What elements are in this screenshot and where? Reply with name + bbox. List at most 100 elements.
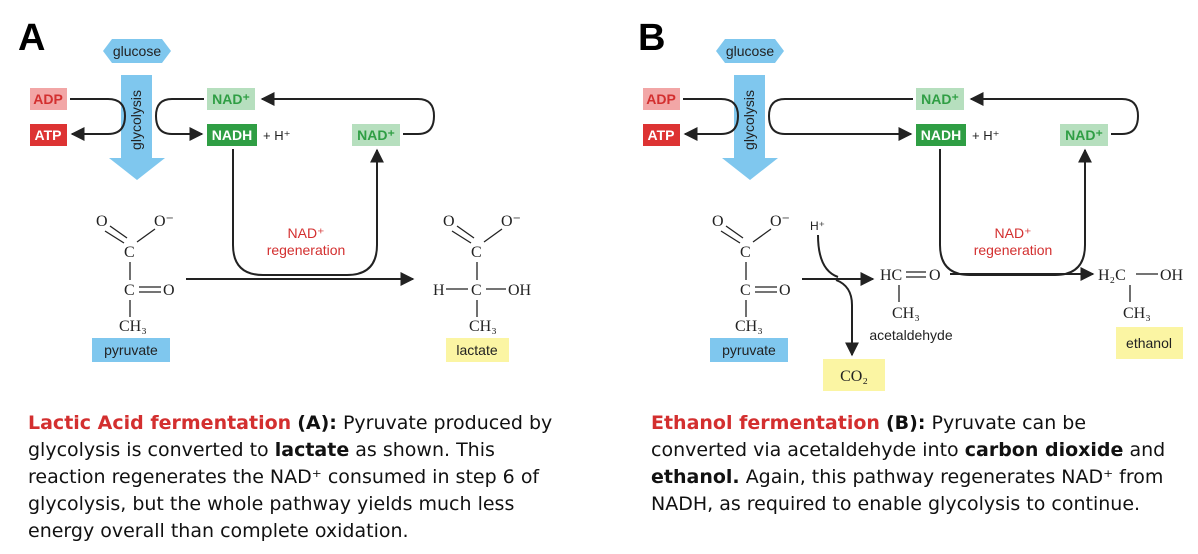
caption-a-text2: as shown. This reaction regenerates the … xyxy=(28,439,540,542)
nad-nadh-arrow-b xyxy=(767,98,913,141)
caption-b-text3: Again, this pathway regenerates NAD⁺ fro… xyxy=(651,466,1164,515)
lactate-label: lactate xyxy=(456,342,497,358)
h-plus-label: + H⁺ xyxy=(263,128,290,143)
svg-text:CH₃: CH₃ xyxy=(735,318,763,335)
h-plus-in-label: H⁺ xyxy=(810,219,825,233)
nad-return-arrow xyxy=(260,92,436,135)
caption-a-bold1: lactate xyxy=(274,439,350,461)
adp-box-b xyxy=(643,88,680,110)
h-plus-in-arrow xyxy=(817,234,839,278)
atp-box xyxy=(30,124,67,146)
pyruvate-label-b: pyruvate xyxy=(722,342,776,358)
adp-label: ADP xyxy=(33,91,63,107)
svg-text:OH: OH xyxy=(1160,267,1184,284)
nadh-label-b: NADH xyxy=(921,127,961,143)
svg-text:C: C xyxy=(740,282,751,299)
nad-top-label: NAD⁺ xyxy=(212,91,250,107)
glycolysis-arrow-b xyxy=(722,75,778,180)
h-plus-label-b: + H⁺ xyxy=(972,128,999,143)
glycolysis-arrow xyxy=(109,75,165,180)
svg-text:O: O xyxy=(96,213,108,230)
regeneration-loop-arrow xyxy=(232,148,384,276)
nadh-box xyxy=(207,124,257,146)
glucose-label-b: glucose xyxy=(726,43,774,59)
svg-text:H₂C: H₂C xyxy=(1098,267,1126,284)
panel-b: B glucose glycolysis ADP ATP NAD⁺ NADH +… xyxy=(638,17,1184,391)
pyruvate-structure-b: O O⁻ C C O CH₃ xyxy=(712,213,791,335)
glucose-label: glucose xyxy=(113,43,161,59)
svg-text:O⁻: O⁻ xyxy=(770,213,790,230)
nad-right-label-b: NAD⁺ xyxy=(1065,127,1103,143)
svg-text:O: O xyxy=(779,282,791,299)
panel-a-letter: A xyxy=(18,17,45,59)
svg-text:O: O xyxy=(443,213,455,230)
glucose-shape-b xyxy=(716,39,784,63)
acetaldehyde-structure: HC O CH₃ xyxy=(880,267,941,322)
nad-right-box xyxy=(352,124,400,146)
svg-text:H: H xyxy=(433,282,445,299)
nadh-label: NADH xyxy=(212,127,252,143)
caption-a-tag: (A): xyxy=(297,412,337,434)
svg-text:O: O xyxy=(163,282,175,299)
adp-atp-arrow-b xyxy=(683,98,740,141)
svg-text:C: C xyxy=(124,282,135,299)
regen-line2: regeneration xyxy=(267,242,346,258)
nad-return-arrow-b xyxy=(969,92,1140,135)
pyruvate-label: pyruvate xyxy=(104,342,158,358)
co2-out-arrow xyxy=(835,279,859,357)
co2-label: CO₂ xyxy=(840,368,868,385)
glycolysis-label: glycolysis xyxy=(128,90,144,150)
svg-text:O⁻: O⁻ xyxy=(154,213,174,230)
caption-a-title: Lactic Acid fermentation xyxy=(28,412,292,434)
adp-label-b: ADP xyxy=(646,91,676,107)
regen-line1: NAD⁺ xyxy=(288,225,325,241)
glycolysis-label-b: glycolysis xyxy=(741,90,757,150)
svg-text:OH: OH xyxy=(508,282,532,299)
caption-b-text1: Pyruvate can be converted via acetaldehy… xyxy=(651,412,1087,461)
caption-b-text2: and xyxy=(1129,439,1166,461)
svg-text:CH₃: CH₃ xyxy=(892,305,920,322)
atp-label-b: ATP xyxy=(648,127,675,143)
panel-a: A glucose glycolysis ADP ATP NAD⁺ NADH +… xyxy=(18,17,532,362)
adp-atp-arrow xyxy=(70,98,127,141)
acetaldehyde-label: acetaldehyde xyxy=(869,327,953,343)
panel-b-letter: B xyxy=(638,17,665,59)
svg-text:C: C xyxy=(471,244,482,261)
svg-text:C: C xyxy=(124,244,135,261)
atp-label: ATP xyxy=(35,127,62,143)
lactate-structure: O O⁻ C H C OH CH₃ xyxy=(433,213,532,335)
nad-top-box xyxy=(207,88,255,110)
nad-top-box-b xyxy=(916,88,964,110)
atp-box-b xyxy=(643,124,680,146)
glucose-shape xyxy=(103,39,171,63)
pyruvate-label-box xyxy=(92,338,170,362)
caption-b-tag: (B): xyxy=(885,412,926,434)
lactate-label-box xyxy=(446,338,509,362)
svg-text:CH₃: CH₃ xyxy=(469,318,497,335)
nad-right-box-b xyxy=(1060,124,1108,146)
ethanol-label: ethanol xyxy=(1126,335,1172,351)
nadh-box-b xyxy=(916,124,966,146)
regen-line1-b: NAD⁺ xyxy=(995,225,1032,241)
nad-top-label-b: NAD⁺ xyxy=(921,91,959,107)
svg-text:CH₃: CH₃ xyxy=(119,318,147,335)
caption-b-bold1: carbon dioxide xyxy=(964,439,1124,461)
caption-a: Lactic Acid fermentation (A): Pyruvate p… xyxy=(28,410,568,545)
svg-text:O: O xyxy=(712,213,724,230)
pyruvate-structure: O O⁻ C C O CH₃ xyxy=(96,213,175,335)
adp-box xyxy=(30,88,67,110)
pyruvate-label-box-b xyxy=(710,338,788,362)
svg-text:O: O xyxy=(929,267,941,284)
nad-nadh-arrow xyxy=(154,98,204,141)
svg-text:C: C xyxy=(740,244,751,261)
svg-text:C: C xyxy=(471,282,482,299)
caption-a-text1: Pyruvate produced by glycolysis is conve… xyxy=(28,412,553,461)
caption-b-bold2: ethanol. xyxy=(651,466,740,488)
svg-text:O⁻: O⁻ xyxy=(501,213,521,230)
caption-b: Ethanol fermentation (B): Pyruvate can b… xyxy=(651,410,1181,518)
regen-line2-b: regeneration xyxy=(974,242,1053,258)
caption-b-title: Ethanol fermentation xyxy=(651,412,880,434)
ethanol-structure: H₂C OH CH₃ xyxy=(1098,267,1184,322)
ethanol-label-box xyxy=(1116,327,1183,359)
co2-box xyxy=(823,359,885,391)
